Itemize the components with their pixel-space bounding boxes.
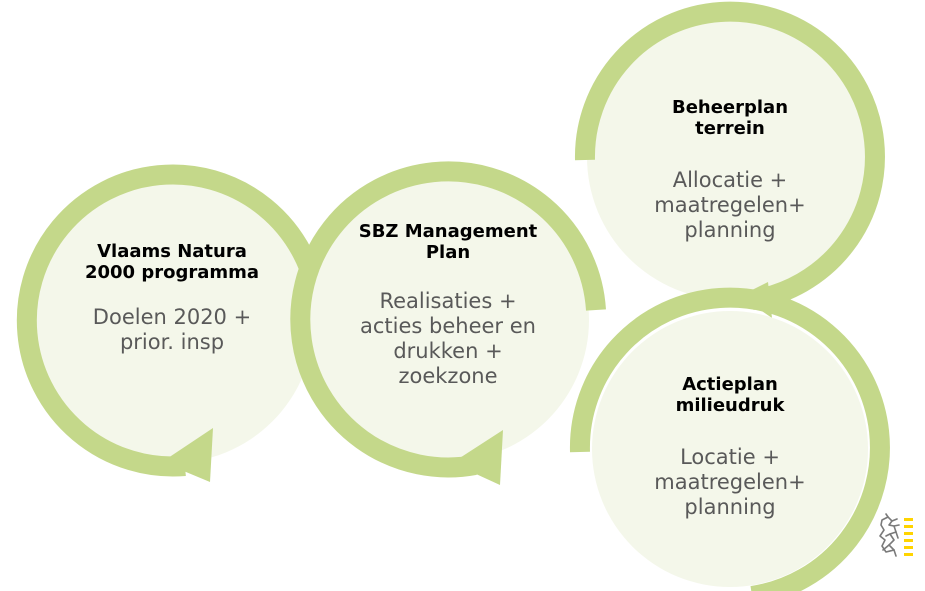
step-label-1: Vlaams Natura 2000 programma Doelen 2020… [82, 241, 262, 355]
arrow-head [452, 430, 503, 485]
step-circle-actieplan-milieudruk [569, 287, 890, 591]
step-body: Doelen 2020 + prior. insp [92, 305, 252, 354]
step-body: Locatie + maatregelen+ planning [654, 445, 806, 519]
step-title: Actieplan milieudruk [675, 374, 785, 416]
step-body: Realisaties + acties beheer en drukken +… [360, 289, 536, 388]
step-circle-sbz-management-plan [290, 161, 606, 485]
step-title: SBZ Management Plan [358, 221, 538, 263]
step-label-4: Actieplan milieudruk Locatie + maatregel… [640, 374, 820, 520]
step-circle-vlaams-natura-2000 [16, 164, 328, 482]
flemish-lion-icon [879, 513, 913, 557]
step-label-3: Beheerplan terrein Allocatie + maatregel… [640, 97, 820, 243]
step-label-2: SBZ Management Plan Realisaties + acties… [358, 221, 538, 389]
step-body: Allocatie + maatregelen+ planning [654, 168, 806, 242]
step-title: Vlaams Natura 2000 programma [84, 241, 260, 283]
arrow-head [162, 428, 213, 482]
step-title: Beheerplan terrein [671, 97, 789, 139]
